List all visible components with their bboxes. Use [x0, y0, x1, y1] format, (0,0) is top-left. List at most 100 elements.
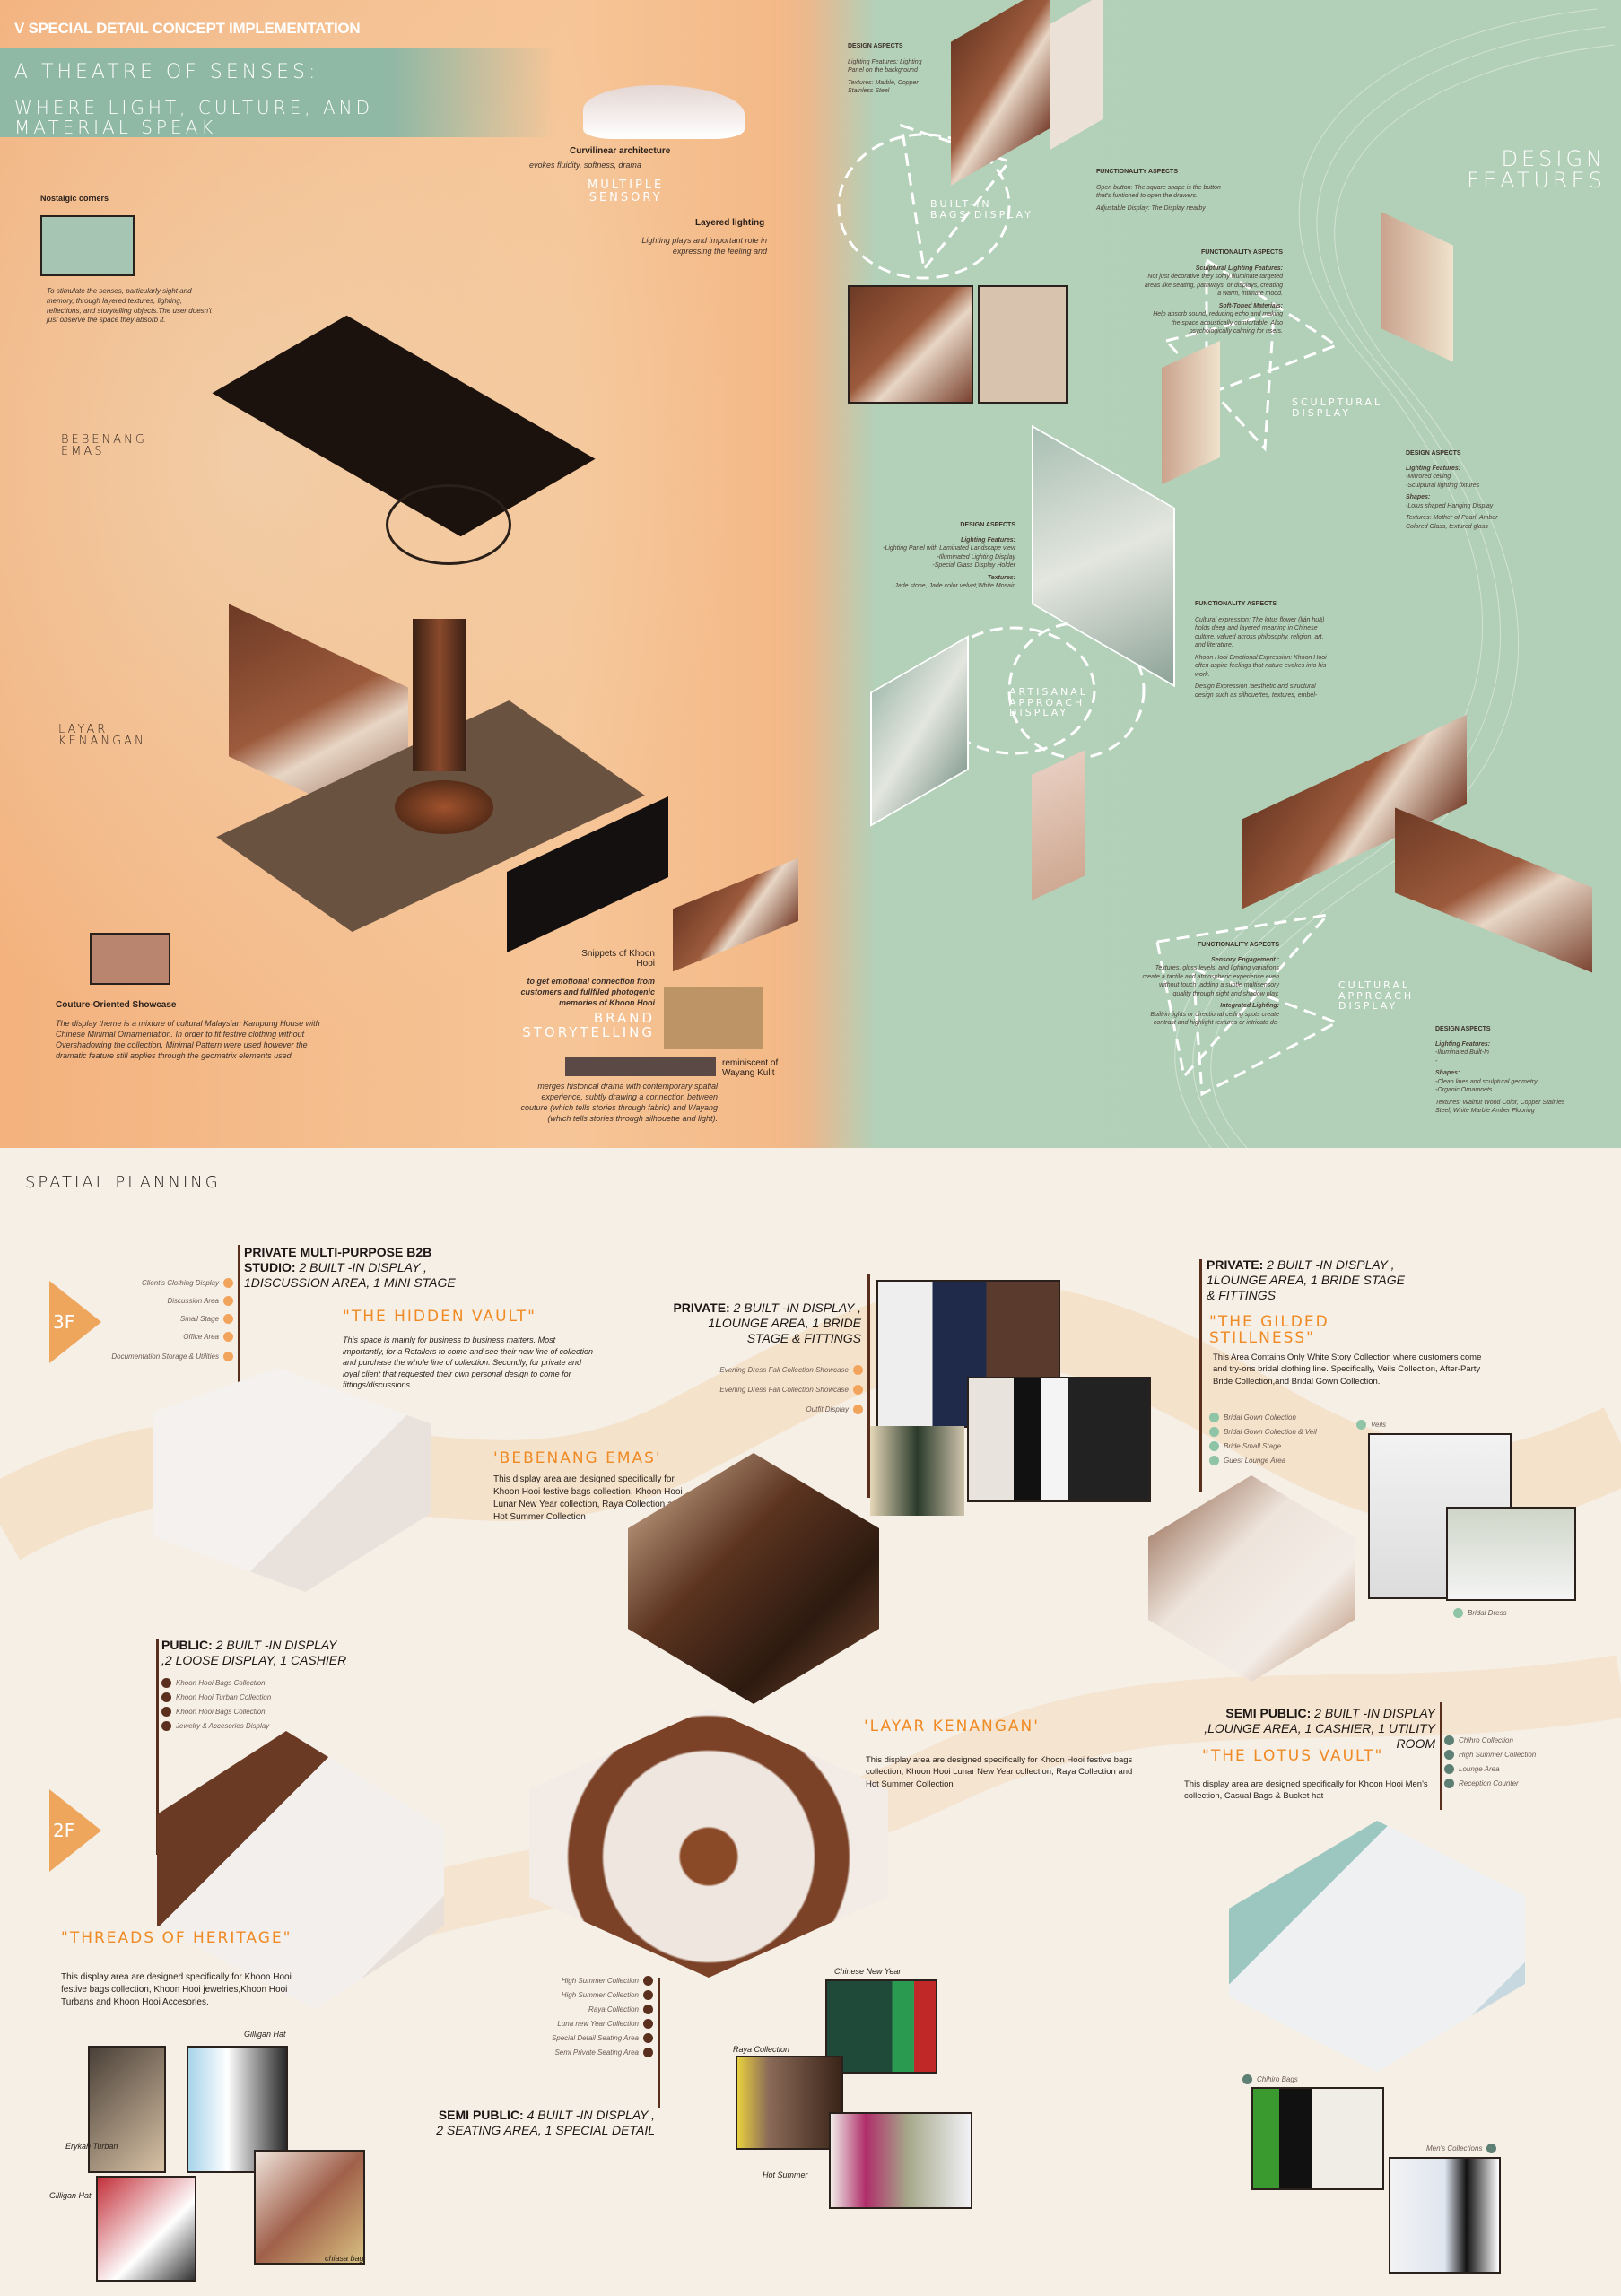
legend-label: Lounge Area	[1459, 1764, 1500, 1773]
bags-design-text: Lighting Features: Lighting Panel on the…	[848, 58, 937, 96]
text-line: Sensory Engagement :	[1211, 957, 1279, 963]
legend-label: Bride Small Stage	[1224, 1441, 1282, 1450]
legend-item: Khoon Hooi Bags Collection	[161, 1704, 305, 1718]
veils-label: Veils	[1356, 1417, 1386, 1431]
legend-item: Discussion Area	[108, 1292, 233, 1309]
mens-collections-photo	[1389, 2157, 1501, 2274]
chihiro-bags-label: Chihiro Bags	[1242, 2072, 1298, 2086]
pic-label: chiasa bag	[325, 2254, 364, 2263]
divider-line	[867, 1274, 870, 1498]
lotus-legend: Chihro Collection High Summer Collection…	[1444, 1733, 1579, 1790]
marker-dot-icon	[161, 1677, 171, 1688]
text-line: Lighting Features:	[960, 537, 1015, 544]
hidden-vault-zone-header: PRIVATE MULTI-PURPOSE B2B STUDIO: 2 BUIL…	[244, 1245, 459, 1290]
text-line: Lighting Features: Lighting Panel on the…	[848, 59, 922, 74]
bebenang-title: 'BEBENANG EMAS'	[493, 1449, 662, 1467]
pic-label: Raya Collection	[733, 2045, 790, 2054]
bridal-dress-photo	[1446, 1507, 1576, 1601]
legend-label: High Summer Collection	[561, 1976, 639, 1985]
legend-item: Luna new Year Collection	[502, 2016, 653, 2031]
pic-label: Erykah Turban	[65, 2142, 118, 2151]
label-line: DISPLAY	[1338, 1000, 1399, 1013]
text-line: Open button: The square shape is the but…	[1096, 185, 1221, 200]
legend-item: Evening Dress Fall Collection Showcase	[664, 1361, 863, 1378]
marker-dot-icon	[643, 1975, 653, 1986]
bags-display-photo	[978, 285, 1068, 404]
marker-dot-icon	[643, 2047, 653, 2057]
hot-summer-photo	[829, 2112, 972, 2209]
label-line: MULTIPLE	[588, 178, 665, 192]
marker-dot-icon	[223, 1351, 233, 1361]
text-line: Textures: Marble, Copper Stainless Steel	[848, 79, 919, 95]
label-line: DISPLAY	[1009, 707, 1069, 719]
legend-item: Client's Clothing Display	[108, 1274, 233, 1292]
mens-collections-label: Men's Collections	[1426, 2141, 1497, 2155]
gilded-zone-header: PRIVATE: 2 BUILT -IN DISPLAY , 1LOUNGE A…	[1207, 1257, 1413, 1302]
nostalgic-text: To stimulate the senses, particularly si…	[47, 287, 212, 325]
marker-dot-icon	[223, 1277, 233, 1288]
label-line: BAGS DISPLAY	[930, 208, 1033, 221]
layar-legend: High Summer Collection High Summer Colle…	[502, 1973, 653, 2059]
section-header: V SPECIAL DETAIL CONCEPT IMPLEMENTATION	[14, 20, 361, 37]
zone-type: PUBLIC:	[161, 1638, 213, 1652]
cultural-design-header: DESIGN ASPECTS	[1435, 1026, 1491, 1032]
text-line: Textures, gloss levels, and lighting var…	[1142, 965, 1279, 997]
title-line: FEATURES	[1467, 168, 1606, 193]
label-line: KENANGAN	[58, 735, 146, 748]
text-line: -Illuminated Lighting Display	[937, 553, 1015, 561]
legend-label: High Summer Collection	[1459, 1750, 1537, 1759]
bebenang-text: This display area are designed specifica…	[493, 1474, 683, 1522]
label-line: STORYTELLING	[522, 1023, 655, 1040]
legend-label: Outfit Display	[806, 1405, 849, 1413]
evening-dress-photo	[967, 1377, 1151, 1502]
legend-item: Jewelry & Accesories Display	[161, 1718, 305, 1733]
hidden-vault-title: "THE HIDDEN VAULT"	[343, 1308, 536, 1326]
legend-item: Guest Lounge Area	[1209, 1453, 1326, 1467]
marker-dot-icon	[1209, 1455, 1219, 1465]
nostalgic-title: Nostalgic corners	[40, 194, 109, 203]
nostalgic-image	[40, 215, 135, 276]
marker-dot-icon	[853, 1384, 863, 1395]
legend-label: Khoon Hooi Turban Collection	[176, 1692, 272, 1701]
gilded-text: This Area Contains Only White Story Coll…	[1213, 1352, 1482, 1387]
floor-label: 2F	[53, 1820, 75, 1841]
title-line: DESIGN	[1501, 146, 1606, 171]
legend-label: Evening Dress Fall Collection Showcase	[719, 1385, 849, 1394]
snippets-title: Snippets of Khoon Hooi	[581, 949, 655, 969]
text-line: Integrated Lighting:	[1220, 1003, 1279, 1010]
chihiro-bags-photo	[1251, 2087, 1384, 2190]
legend-item: High Summer Collection	[502, 1973, 653, 1987]
text-line: Textures: Mother of Pearl, Amber Colored…	[1406, 515, 1498, 530]
text-line: -Lotus shaped Hanging Display	[1406, 502, 1494, 509]
layar-zone-header: SEMI PUBLIC: 4 BUILT -IN DISPLAY , 2 SEA…	[431, 2108, 655, 2138]
marker-dot-icon	[161, 1720, 171, 1731]
legend-item: Special Detail Seating Area	[502, 2031, 653, 2045]
exploded-model-panel	[471, 260, 516, 350]
layered-lighting-text: Lighting plays and important role in exp…	[641, 236, 767, 257]
legend-item: Lounge Area	[1444, 1761, 1579, 1776]
curvilinear-text: evokes fluidity, softness, drama	[529, 161, 641, 170]
label-line: CULTURAL	[1338, 979, 1410, 991]
legend-label: Office Area	[183, 1332, 219, 1341]
text-line: -Sculptural lighting fixtures	[1406, 482, 1480, 489]
legend-label: Raya Collection	[588, 2005, 639, 2013]
legend-label: Guest Lounge Area	[1224, 1456, 1286, 1465]
legend-item: Documentation Storage & Utilities	[108, 1345, 233, 1367]
legend-item: Office Area	[108, 1327, 233, 1345]
legend-item: Bridal Gown Collection & Veil	[1209, 1424, 1326, 1439]
curvilinear-model-image	[583, 85, 745, 139]
marker-dot-icon	[223, 1295, 233, 1306]
label-line: BRAND	[593, 1010, 655, 1026]
text-line: Not just decorative they softly illumina…	[1144, 274, 1283, 298]
label-line: SENSORY	[588, 190, 663, 204]
curvilinear-title: Curvilinear architecture	[570, 146, 671, 156]
legend-label: Luna new Year Collection	[557, 2019, 639, 2028]
text-line: Shapes:	[1406, 494, 1431, 501]
cultural-design-text: Lighting Features:-Illuminated Built-In-…	[1435, 1040, 1579, 1116]
legend-label: Special Detail Seating Area	[551, 2033, 639, 2042]
legend-label: Bridal Gown Collection & Veil	[1224, 1427, 1317, 1436]
